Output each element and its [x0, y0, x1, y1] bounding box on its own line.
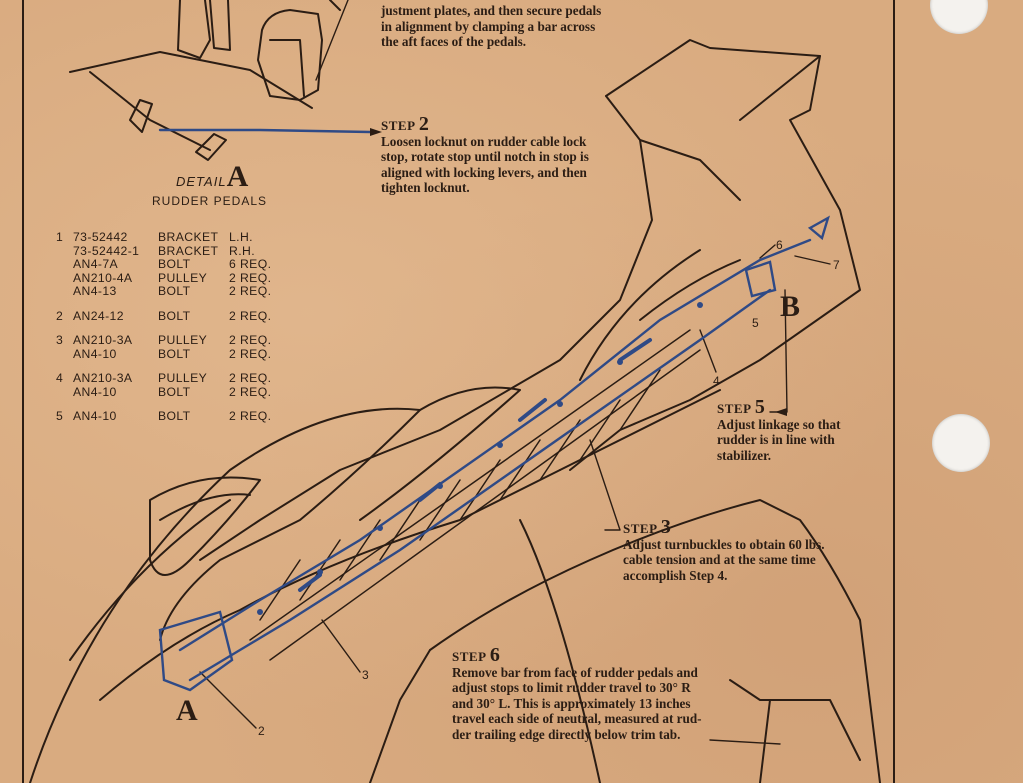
step5-number: 5 — [754, 396, 765, 418]
part-quantity: 2 REQ. — [229, 384, 272, 399]
step6-line: Remove bar from face of rudder pedals an… — [452, 664, 698, 680]
detail-a-subcaption: RUDDER PEDALS — [152, 194, 268, 208]
step3-block: STEP 3 Adjust turnbuckles to obtain 60 l… — [623, 517, 825, 583]
step6-number: 6 — [489, 644, 500, 666]
step2-number: 2 — [418, 113, 429, 135]
callout-letter-a: A — [176, 694, 198, 727]
part-number: 73-52442-1 — [73, 243, 140, 258]
part-name: BOLT — [158, 308, 191, 323]
detail-word: DETAIL — [176, 174, 227, 189]
part-quantity: 2 REQ. — [229, 270, 272, 285]
part-number: AN24-12 — [73, 308, 124, 323]
part-quantity: 2 REQ. — [229, 409, 272, 423]
part-number-index: 3 — [56, 333, 64, 347]
part-number: AN4-10 — [73, 346, 117, 361]
part-name: BOLT — [158, 384, 191, 399]
part-quantity: 2 REQ. — [229, 308, 272, 323]
step6-line: adjust stops to limit rudder travel to 3… — [452, 680, 691, 696]
binder-hole-middle — [932, 414, 990, 472]
callout-3: 3 — [362, 668, 369, 682]
step3-number: 3 — [660, 516, 671, 538]
step6-heading: STEP — [452, 649, 487, 664]
step6-block: STEP 6 Remove bar from face of rudder pe… — [452, 645, 702, 743]
part-quantity: 2 REQ. — [229, 371, 272, 385]
part-number: AN4-13 — [73, 284, 117, 298]
part-name: PULLEY — [158, 371, 208, 385]
step3-line: Adjust turnbuckles to obtain 60 lbs. — [623, 536, 825, 552]
callout-7: 7 — [833, 258, 840, 272]
part-name: BOLT — [158, 346, 191, 361]
part-number-index: 5 — [56, 409, 64, 423]
step3-heading: STEP — [623, 521, 658, 536]
part-name: PULLEY — [158, 270, 208, 285]
part-number: AN4-10 — [73, 409, 117, 423]
part-quantity: L.H. — [229, 230, 253, 244]
part-name: BOLT — [158, 284, 191, 298]
step5-block: STEP 5 Adjust linkage so that rudder is … — [717, 397, 841, 463]
part-number-index: 2 — [56, 308, 64, 323]
step5-line: Adjust linkage so that — [717, 416, 841, 432]
part-quantity: R.H. — [229, 243, 255, 258]
step5-heading: STEP — [717, 401, 752, 416]
part-number-index: 4 — [56, 371, 64, 385]
step1-line: the aft faces of the pedals. — [381, 34, 527, 50]
step2-line: stop, rotate stop until notch in stop is — [381, 149, 589, 165]
detail-a-caption: DETAILA — [176, 160, 248, 194]
step5-line: rudder is in line with — [717, 432, 835, 448]
step2-block: STEP 2 Loosen locknut on rudder cable lo… — [381, 114, 589, 196]
step2-line: Loosen locknut on rudder cable lock — [381, 133, 587, 149]
part-number: AN4-7A — [73, 257, 119, 271]
step6-line: travel each side of neutral, measured at… — [452, 711, 702, 727]
step2-line: tighten locknut. — [381, 180, 470, 196]
callout-6: 6 — [776, 238, 783, 252]
callout-5: 5 — [752, 316, 759, 330]
step3-line: cable tension and at the same time — [623, 552, 816, 568]
frame-right-rule — [893, 0, 895, 783]
step2-line: aligned with locking levers, and then — [381, 164, 587, 180]
part-quantity: 2 REQ. — [229, 333, 272, 347]
step3-line: accomplish Step 4. — [623, 567, 728, 583]
part-number: AN210-3A — [73, 371, 133, 385]
part-name: BOLT — [158, 257, 191, 271]
part-name: BRACKET — [158, 243, 219, 258]
detail-letter: A — [226, 160, 249, 193]
part-name: PULLEY — [158, 333, 208, 347]
step5-line: stabilizer. — [717, 447, 772, 463]
callout-4: 4 — [713, 374, 720, 388]
part-number: AN4-10 — [73, 384, 117, 399]
part-number: AN210-3A — [73, 333, 133, 347]
step2-heading: STEP — [381, 118, 416, 133]
part-name: BOLT — [158, 409, 191, 423]
callout-letter-b: B — [780, 290, 801, 323]
step6-line: der trailing edge directly below trim ta… — [452, 726, 681, 742]
part-name: BRACKET — [158, 230, 219, 244]
step6-line: and 30° L. This is approximately 13 inch… — [452, 695, 691, 711]
part-number: 73-52442 — [73, 230, 128, 244]
step1-partial-text: justment plates, and then secure pedals … — [381, 3, 601, 50]
step1-line: in alignment by clamping a bar across — [381, 18, 596, 34]
step1-line: justment plates, and then secure pedals — [381, 3, 602, 18]
callout-2: 2 — [258, 724, 265, 738]
frame-left-rule — [22, 0, 24, 783]
part-quantity: 2 REQ. — [229, 346, 272, 361]
part-number: AN210-4A — [73, 270, 133, 285]
part-quantity: 2 REQ. — [229, 284, 272, 298]
part-number-index: 1 — [56, 230, 64, 244]
part-quantity: 6 REQ. — [229, 257, 272, 271]
